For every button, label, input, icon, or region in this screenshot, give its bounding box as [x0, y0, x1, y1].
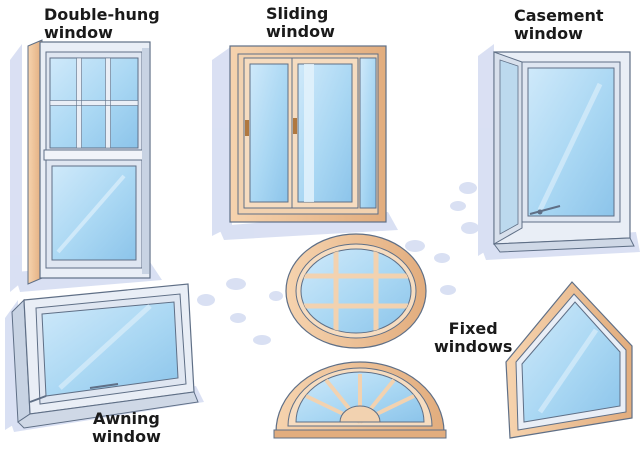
casement-window — [493, 51, 635, 253]
label-awning-line1: Awning — [93, 409, 160, 428]
label-double-hung-window: Double-hung window — [44, 6, 160, 42]
label-double-hung-line1: Double-hung — [44, 5, 160, 24]
label-casement-line1: Casement — [514, 6, 604, 25]
label-fixed-line2: windows — [434, 337, 513, 356]
sliding-window — [229, 45, 387, 223]
label-double-hung-line2: window — [44, 23, 113, 42]
fixed-oval-window — [285, 233, 427, 349]
awning-window — [11, 283, 199, 429]
label-sliding-window: Sliding window — [266, 5, 335, 41]
label-casement-window: Casement window — [514, 7, 603, 43]
fixed-half-round-window — [273, 361, 447, 439]
label-fixed-windows: Fixed windows — [434, 320, 512, 356]
label-casement-line2: window — [514, 24, 583, 43]
double-hung-window — [27, 39, 151, 285]
label-fixed-line1: Fixed — [448, 319, 498, 338]
label-sliding-line1: Sliding — [266, 4, 329, 23]
label-awning-line2: window — [92, 427, 161, 446]
label-awning-window: Awning window — [92, 410, 161, 446]
label-sliding-line2: window — [266, 22, 335, 41]
fixed-gable-window — [505, 281, 633, 439]
